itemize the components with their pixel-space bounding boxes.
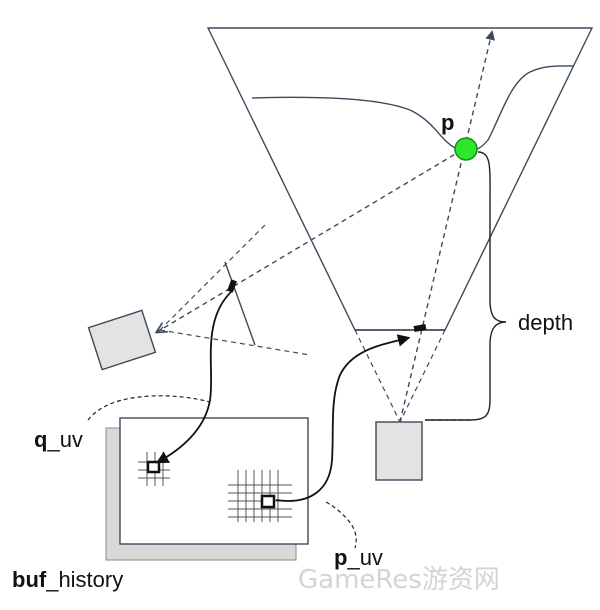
current-frustum-edge-right bbox=[399, 329, 446, 423]
arrow-to-current-marker bbox=[275, 334, 411, 502]
current-frustum-edge-left bbox=[354, 329, 401, 423]
q-uv-leader bbox=[87, 395, 211, 421]
point-p bbox=[454, 137, 478, 161]
watermark: GameRes游资网 bbox=[298, 565, 500, 595]
previous-near-plane bbox=[224, 261, 256, 346]
label-q-uv-rest: _uv bbox=[46, 427, 82, 452]
label-buf-history: buf_history bbox=[12, 567, 123, 592]
current-view-ray bbox=[399, 30, 495, 423]
label-p-uv-rest: _uv bbox=[346, 545, 382, 570]
label-p: p bbox=[441, 110, 454, 135]
previous-frustum-edge-top bbox=[159, 224, 266, 331]
arrow-to-q-uv bbox=[155, 289, 234, 464]
current-near-plane-marker bbox=[413, 324, 427, 332]
depth-brace bbox=[425, 151, 507, 421]
current-camera bbox=[375, 421, 423, 481]
label-depth: depth bbox=[518, 310, 573, 335]
previous-frustum-edge-bottom bbox=[159, 329, 311, 356]
label-buf-history-bold: buf bbox=[12, 567, 47, 592]
reprojection-ray bbox=[157, 149, 463, 332]
q-uv-sample bbox=[146, 460, 161, 474]
p-uv-leader bbox=[325, 501, 357, 549]
previous-camera bbox=[87, 309, 157, 371]
scene-surface bbox=[251, 65, 575, 152]
camera-frustum bbox=[206, 27, 594, 331]
history-buffer-front-sheet bbox=[119, 417, 309, 545]
previous-near-plane-marker bbox=[227, 279, 237, 293]
label-q-uv: q_uv bbox=[34, 427, 83, 452]
label-buf-history-rest: _history bbox=[45, 567, 123, 592]
p-uv-sample bbox=[260, 494, 276, 509]
label-q-uv-bold: q bbox=[34, 427, 47, 452]
label-p-uv: p_uv bbox=[334, 545, 383, 570]
label-p-uv-bold: p bbox=[334, 545, 347, 570]
